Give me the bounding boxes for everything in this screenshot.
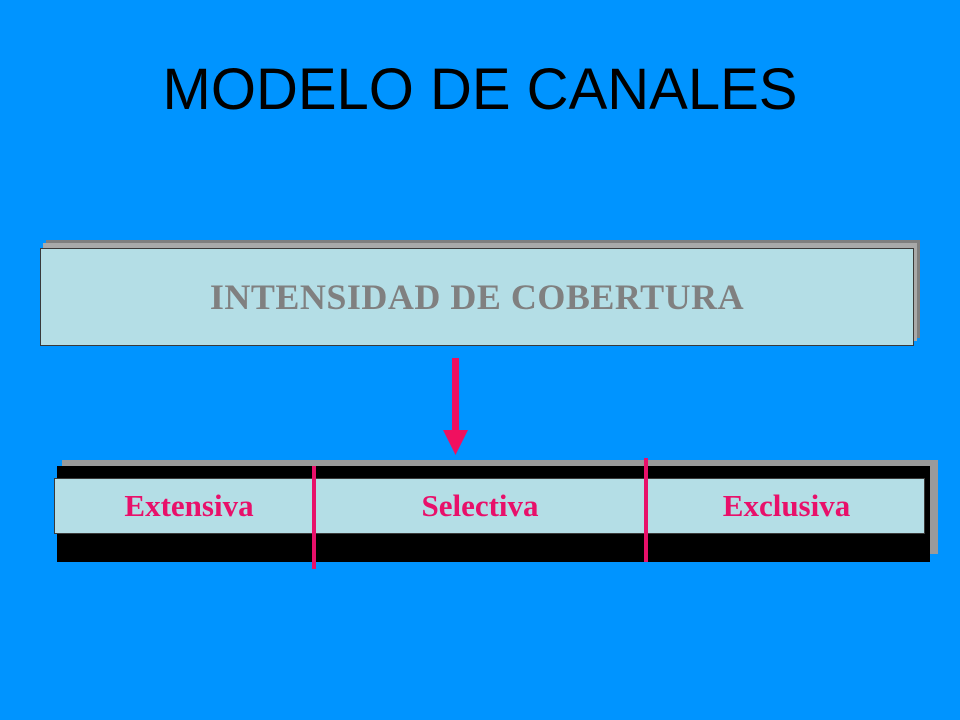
intensity-label: INTENSIDAD DE COBERTURA [209,277,745,317]
segment-divider-2 [644,458,648,562]
segment-divider-1 [312,466,316,569]
segment-extensiva: Extensiva [124,488,254,523]
slide-title: MODELO DE CANALES [162,57,798,122]
coverage-bar-strip [54,478,925,534]
intensity-box: INTENSIDAD DE COBERTURA [40,248,914,346]
segment-exclusiva: Exclusiva [722,488,851,523]
arrow-shaft [452,358,459,432]
segment-selectiva: Selectiva [421,488,539,523]
arrow-head [443,430,468,455]
down-arrow-icon [443,358,468,455]
